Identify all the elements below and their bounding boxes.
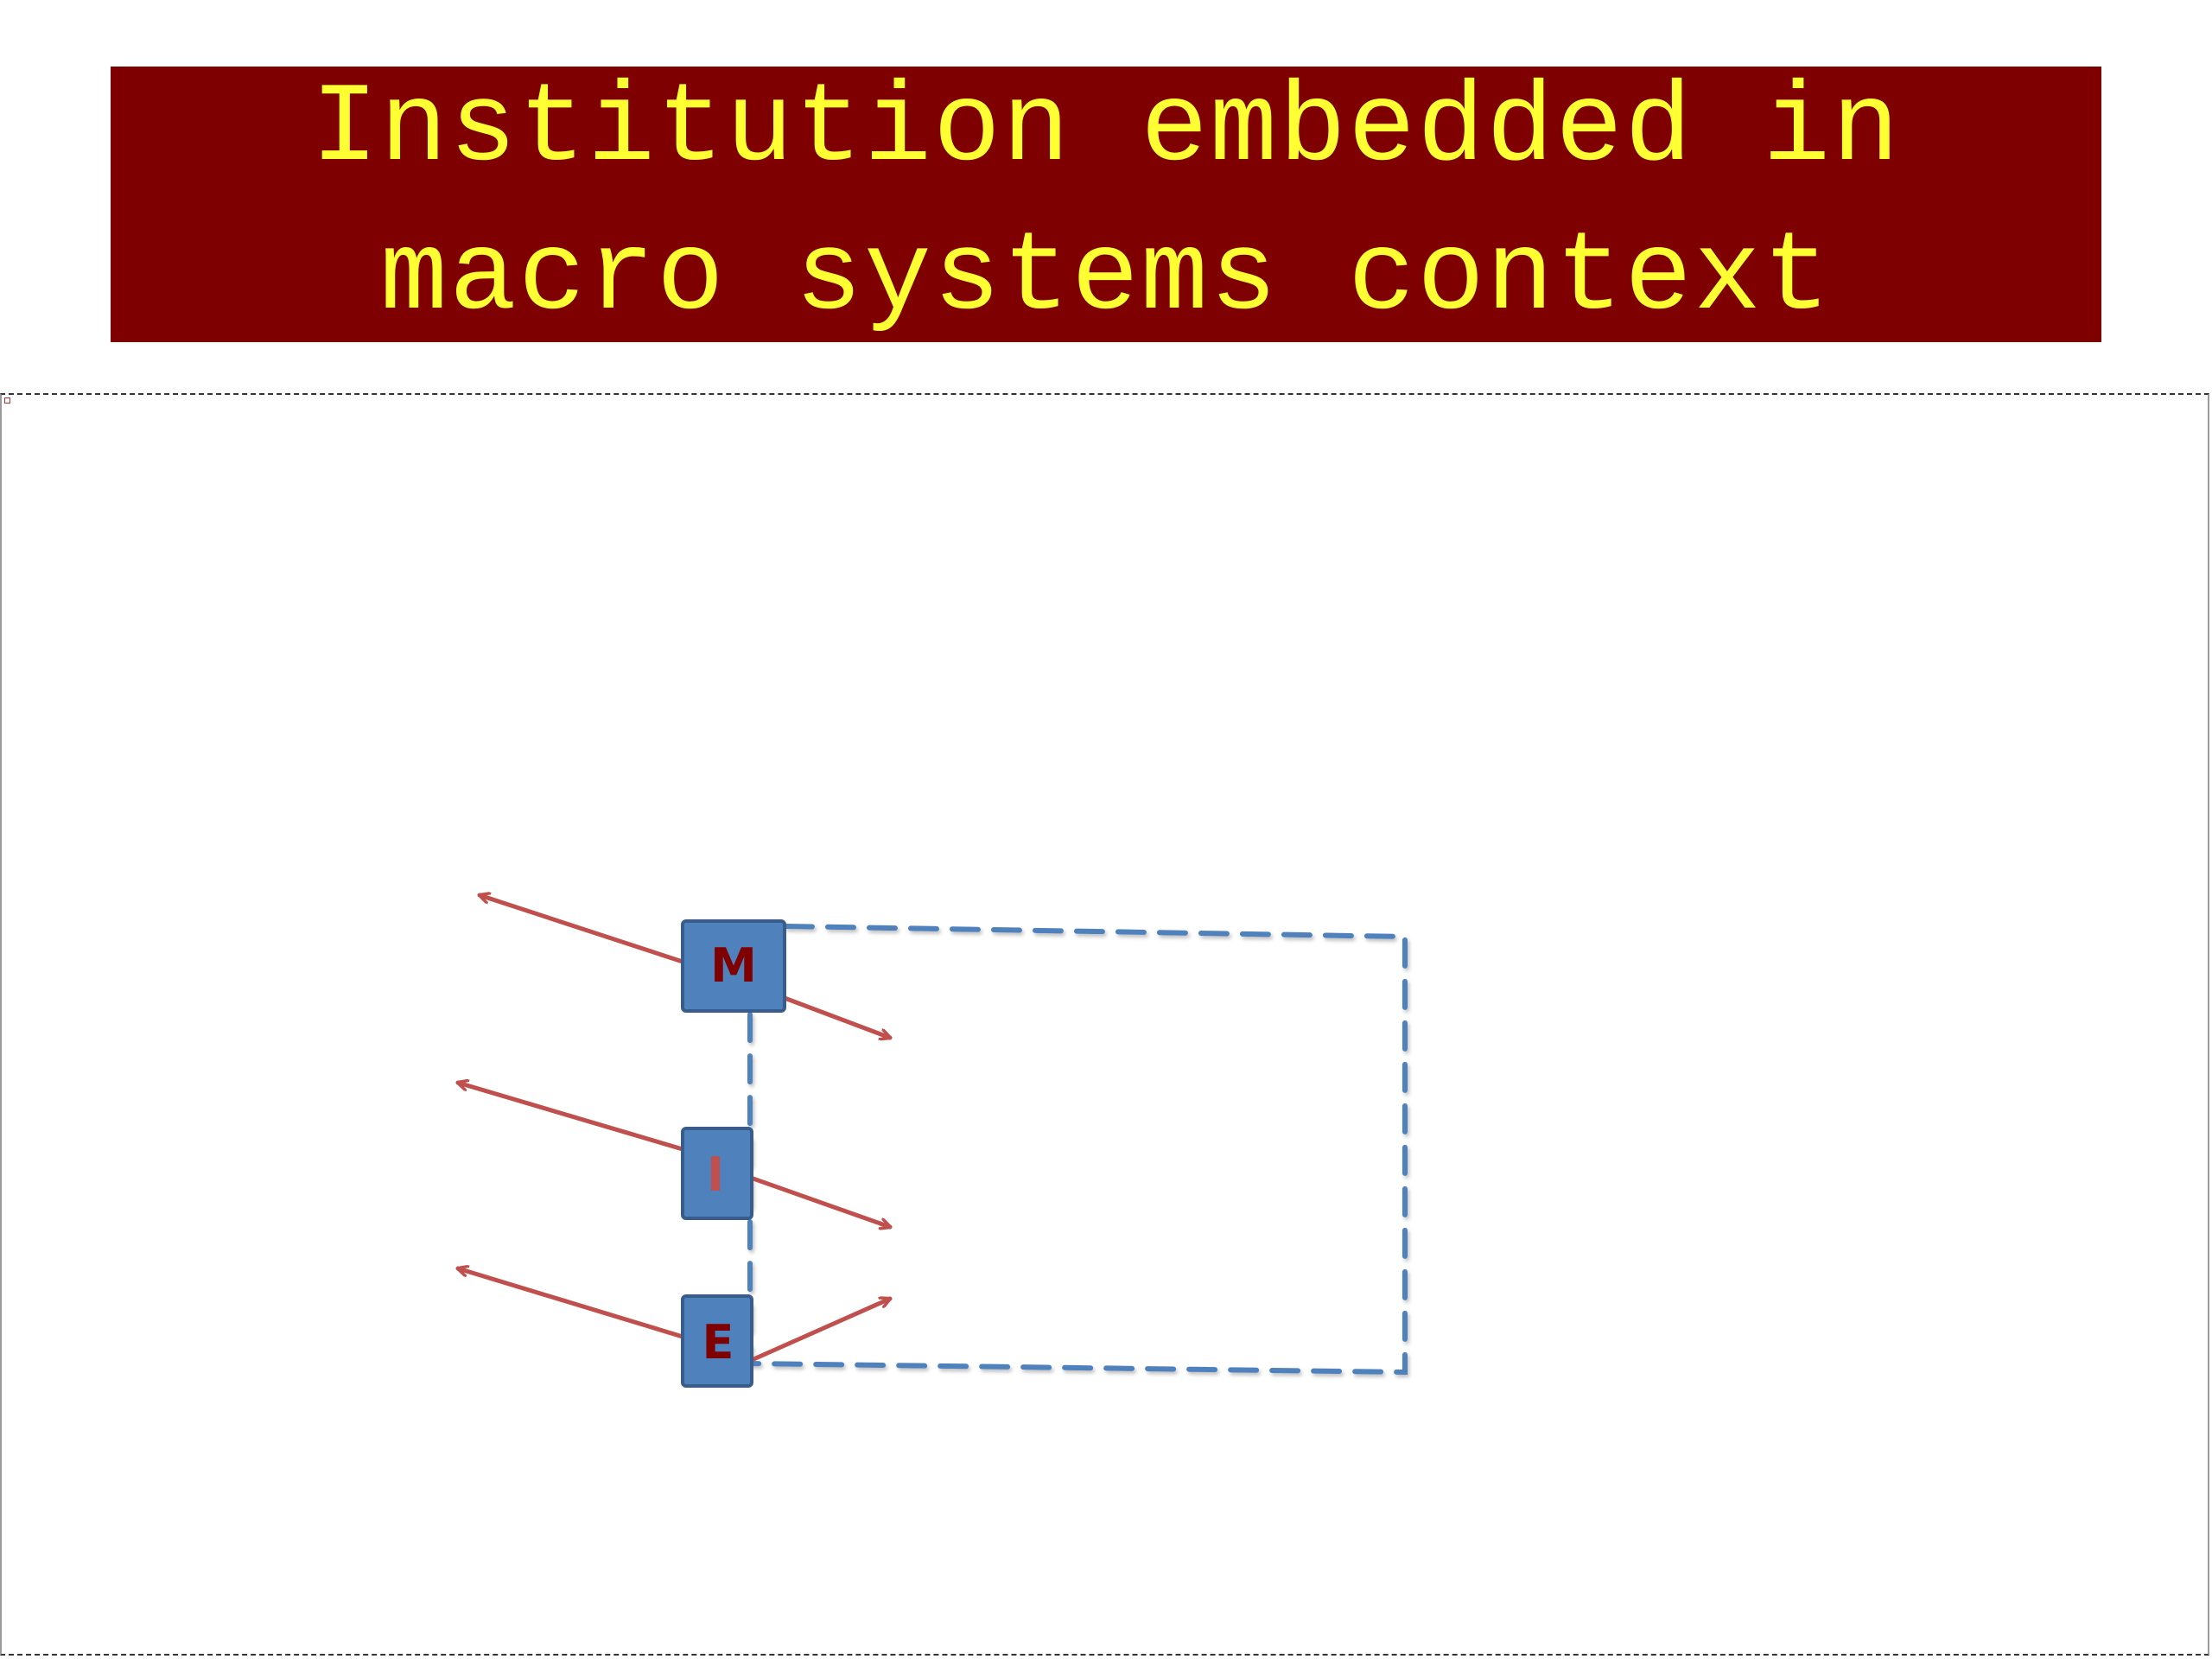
arrow-m-inward: [775, 993, 890, 1038]
arrow-e-outward: [458, 1268, 685, 1339]
arrow-i-outward: [458, 1083, 685, 1152]
arrow-i-inward: [746, 1174, 890, 1227]
arrows: [458, 895, 890, 1363]
arrow-e-inward: [749, 1299, 890, 1363]
node-e-box: [681, 1294, 753, 1388]
title-line-2: macro systems context: [379, 214, 1833, 342]
node-e-label: E: [702, 1315, 734, 1370]
node-i-box: [681, 1127, 753, 1220]
content-frame: [0, 393, 2209, 1656]
node-m-box: [681, 919, 786, 1013]
macro-system-boundary: [747, 924, 1408, 1376]
node-e: E: [681, 1294, 753, 1388]
arrow-m-outward: [480, 895, 685, 964]
title-line-1: Institution embedded in: [310, 66, 1902, 194]
node-i: I: [681, 1127, 753, 1220]
node-m: M: [681, 919, 786, 1013]
node-i-label: I: [707, 1147, 724, 1202]
title-banner: Institution embedded in macro systems co…: [111, 67, 2101, 342]
node-m-label: M: [710, 938, 757, 993]
frame-corner-mark: [4, 397, 10, 404]
